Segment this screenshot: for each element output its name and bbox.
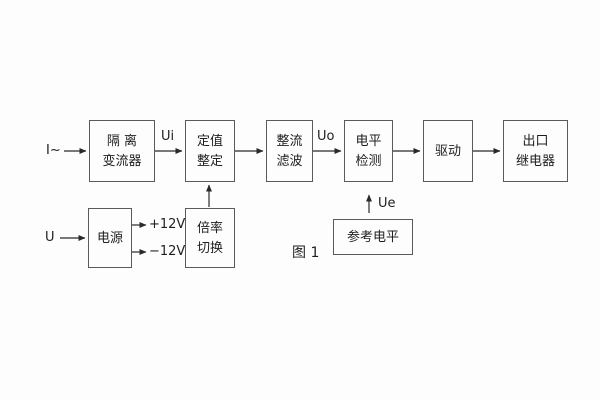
block-label: 继电器 [515, 153, 555, 169]
block-drive: 驱动 [423, 120, 473, 182]
label-plus-12v: +12V [149, 217, 186, 232]
label-minus-12v: −12V [149, 244, 186, 259]
block-label: 整流 [276, 133, 303, 149]
block-label: 驱动 [434, 143, 461, 159]
block-label: 隔 离 [106, 133, 138, 149]
block-label: 变流器 [102, 153, 142, 169]
label-ui: Ui [161, 129, 175, 144]
block-reference-level: 参考电平 [333, 219, 413, 255]
block-output-relay: 出口 继电器 [503, 120, 568, 182]
block-label: 整定 [196, 153, 223, 169]
block-level-detect: 电平 检测 [344, 120, 393, 182]
block-label: 滤波 [276, 153, 303, 169]
label-input-current: I~ [46, 143, 61, 158]
block-label: 切换 [196, 240, 223, 256]
block-label: 定值 [196, 133, 223, 149]
label-input-voltage: U [45, 230, 55, 245]
block-setting-adjust: 定值 整定 [185, 120, 235, 182]
figure-caption: 图 1 [292, 245, 320, 261]
label-uo: Uo [317, 129, 335, 144]
block-label: 参考电平 [346, 229, 399, 245]
block-label: 出口 [522, 133, 549, 149]
block-ratio-switch: 倍率 切换 [185, 208, 235, 268]
block-label: 电平 [355, 133, 382, 149]
block-rectify-filter: 整流 滤波 [266, 120, 313, 182]
block-isolation-transformer: 隔 离 变流器 [89, 120, 155, 182]
block-power-supply: 电源 [88, 208, 132, 268]
block-label: 检测 [355, 153, 382, 169]
label-ue: Ue [378, 196, 396, 211]
block-label: 电源 [96, 230, 123, 246]
block-label: 倍率 [196, 220, 223, 236]
